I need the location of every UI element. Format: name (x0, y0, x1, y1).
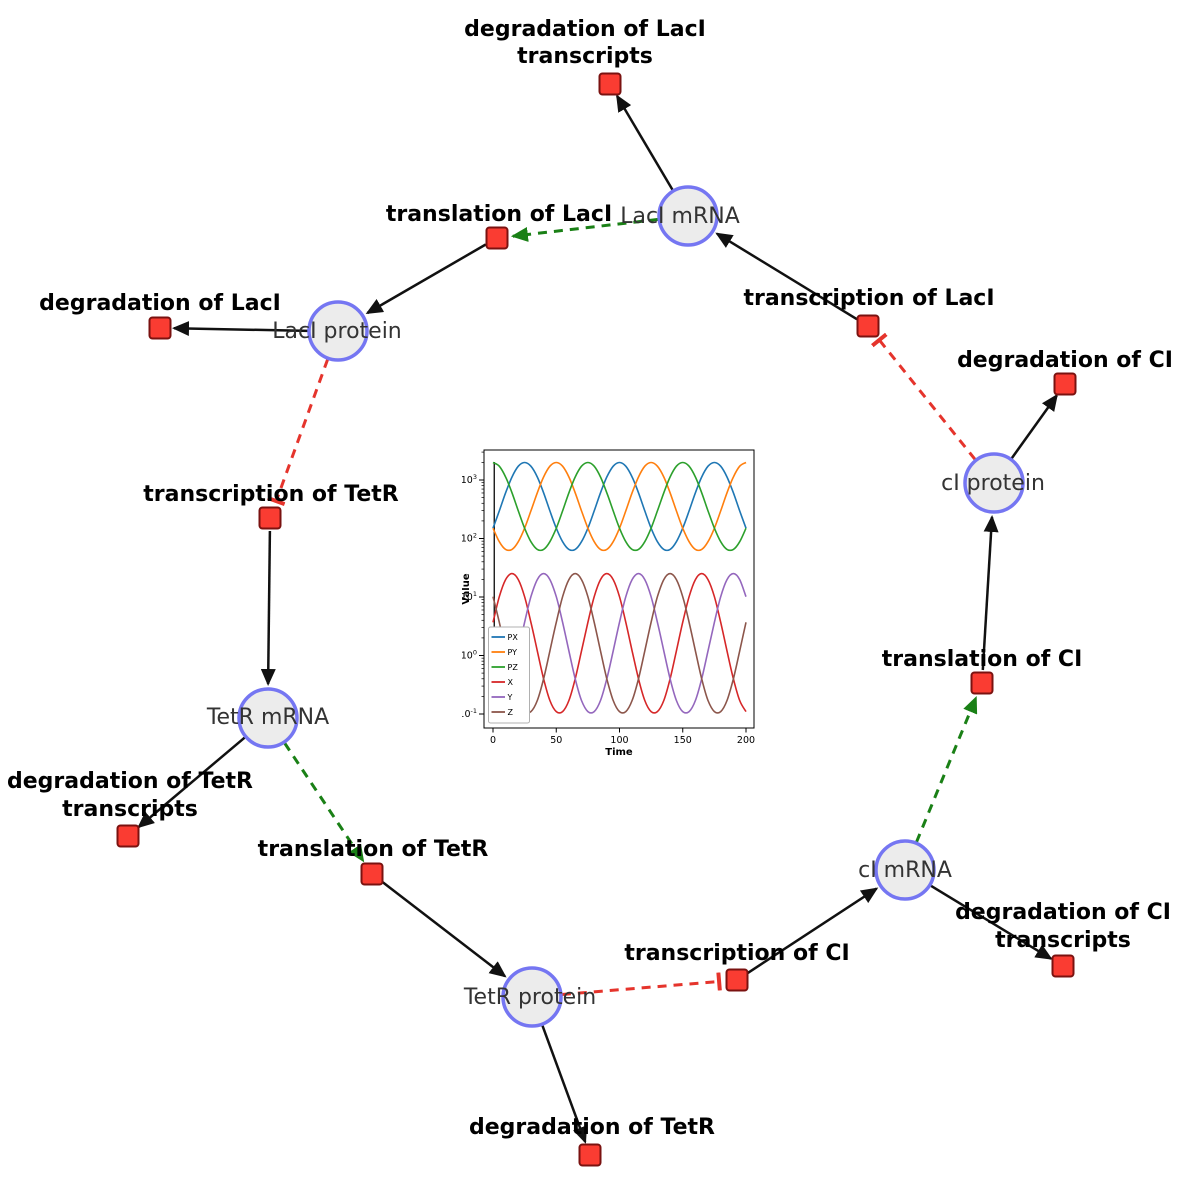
inset-timeseries-chart: 10-1100101102103050100150200TimeValuePXP… (458, 442, 772, 760)
series-line-X (492, 572, 747, 714)
legend-label-Y: Y (507, 693, 513, 702)
edge-transcription-ci-to-ci-mrna (747, 887, 879, 974)
reaction-label-transcription-ci: transcription of CI (624, 941, 849, 966)
edge-tetr-mrna-activates-translation (283, 742, 365, 863)
x-tick-label: 150 (674, 735, 692, 746)
reaction-label-translation-ci: translation of CI (882, 647, 1083, 672)
reaction-node-transcription-ci (725, 968, 749, 992)
reaction-label-degradation-ci-transcripts-2: transcripts (995, 928, 1131, 953)
reaction-label-degradation-laci-transcripts-2: transcripts (517, 44, 653, 69)
chart-legend (488, 626, 530, 724)
x-tick-label: 200 (737, 735, 755, 746)
reaction-node-degradation-tetr (578, 1143, 602, 1167)
edge-laci-protein-to-degradation (172, 321, 309, 337)
species-label-laci-mrna: LacI mRNA (620, 204, 740, 229)
x-tick-label: 50 (550, 735, 562, 746)
y-axis-label: Value (462, 573, 472, 604)
edge-tetr-mrna-to-degradation (137, 736, 246, 829)
x-tick-label: 0 (490, 735, 496, 746)
reaction-label-degradation-ci-transcripts-1: degradation of CI (955, 900, 1171, 925)
reaction-label-degradation-laci: degradation of LacI (39, 291, 281, 316)
reaction-label-degradation-tetr: degradation of TetR (469, 1115, 715, 1140)
edge-laci-mrna-to-degradation (616, 94, 674, 191)
legend-label-X: X (508, 678, 514, 687)
x-axis-label: Time (605, 747, 633, 758)
y-tick-label: 103 (462, 473, 477, 486)
edge-laci-protein-inhibits-transcription-tetr (267, 358, 330, 507)
edge-ci-protein-to-degradation (1010, 393, 1058, 460)
reaction-label-translation-tetr: translation of TetR (258, 837, 489, 862)
legend-label-PY: PY (508, 648, 518, 657)
y-tick-label: 10-1 (462, 707, 477, 720)
legend-label-PZ: PZ (508, 663, 519, 672)
y-tick-label: 100 (462, 649, 477, 662)
reaction-label-transcription-tetr: transcription of TetR (143, 482, 399, 507)
chart-svg: 10-1100101102103050100150200TimeValuePXP… (458, 449, 755, 758)
series-line-PZ (492, 461, 747, 552)
edge-tetr-protein-to-degradation (541, 1024, 588, 1144)
edge-tetr-protein-inhibits-transcription-ci (561, 972, 722, 996)
species-node-ci-mrna (874, 839, 936, 901)
legend-label-Z: Z (508, 708, 514, 717)
species-node-tetr-protein (501, 966, 563, 1028)
reaction-node-degradation-ci (1053, 372, 1077, 396)
series-line-PX (492, 461, 747, 552)
legend-label-PX: PX (508, 633, 519, 642)
reaction-node-translation-tetr (360, 862, 384, 886)
series-line-Y (492, 572, 747, 714)
edge-laci-mrna-activates-translation (510, 217, 659, 242)
reaction-node-translation-ci (970, 671, 994, 695)
species-node-laci-protein (307, 300, 369, 362)
reaction-label-transcription-laci: transcription of LacI (743, 286, 994, 311)
reaction-node-transcription-tetr (258, 506, 282, 530)
reaction-label-degradation-tetr-transcripts-1: degradation of TetR (7, 769, 253, 794)
reaction-node-degradation-laci (148, 316, 172, 340)
species-label-tetr-protein: TetR protein (463, 985, 596, 1010)
species-node-ci-protein (963, 452, 1025, 514)
x-tick-label: 100 (610, 735, 628, 746)
edge-transcription-tetr-to-tetr-mrna (260, 530, 276, 686)
reaction-node-degradation-tetr-transcripts (116, 824, 140, 848)
species-label-tetr-mrna: TetR mRNA (206, 705, 329, 730)
edge-translation-ci-to-ci-protein (981, 515, 999, 671)
species-label-ci-mrna: cI mRNA (858, 858, 952, 883)
y-tick-label: 102 (462, 532, 477, 545)
reaction-label-degradation-ci: degradation of CI (957, 348, 1173, 373)
edge-ci-mrna-activates-translation (915, 695, 978, 843)
edge-ci-mrna-to-degradation (929, 884, 1053, 960)
species-node-laci-mrna (657, 185, 719, 247)
edge-translation-laci-to-laci-protein (365, 243, 487, 315)
series-line-Z (492, 572, 747, 714)
species-label-ci-protein: cI protein (941, 471, 1045, 496)
species-label-laci-protein: LacI protein (272, 319, 402, 344)
species-node-tetr-mrna (237, 687, 299, 749)
edge-translation-tetr-to-tetr-protein (381, 880, 507, 978)
reaction-label-degradation-tetr-transcripts-2: transcripts (62, 797, 198, 822)
reaction-node-transcription-laci (856, 314, 880, 338)
reaction-node-degradation-laci-transcripts (598, 72, 622, 96)
reaction-node-degradation-ci-transcripts (1051, 954, 1075, 978)
reaction-node-translation-laci (485, 226, 509, 250)
reaction-label-degradation-laci-transcripts-1: degradation of LacI (464, 17, 706, 42)
edge-transcription-laci-to-laci-mrna (715, 232, 858, 321)
reaction-label-translation-laci: translation of LacI (386, 202, 612, 227)
